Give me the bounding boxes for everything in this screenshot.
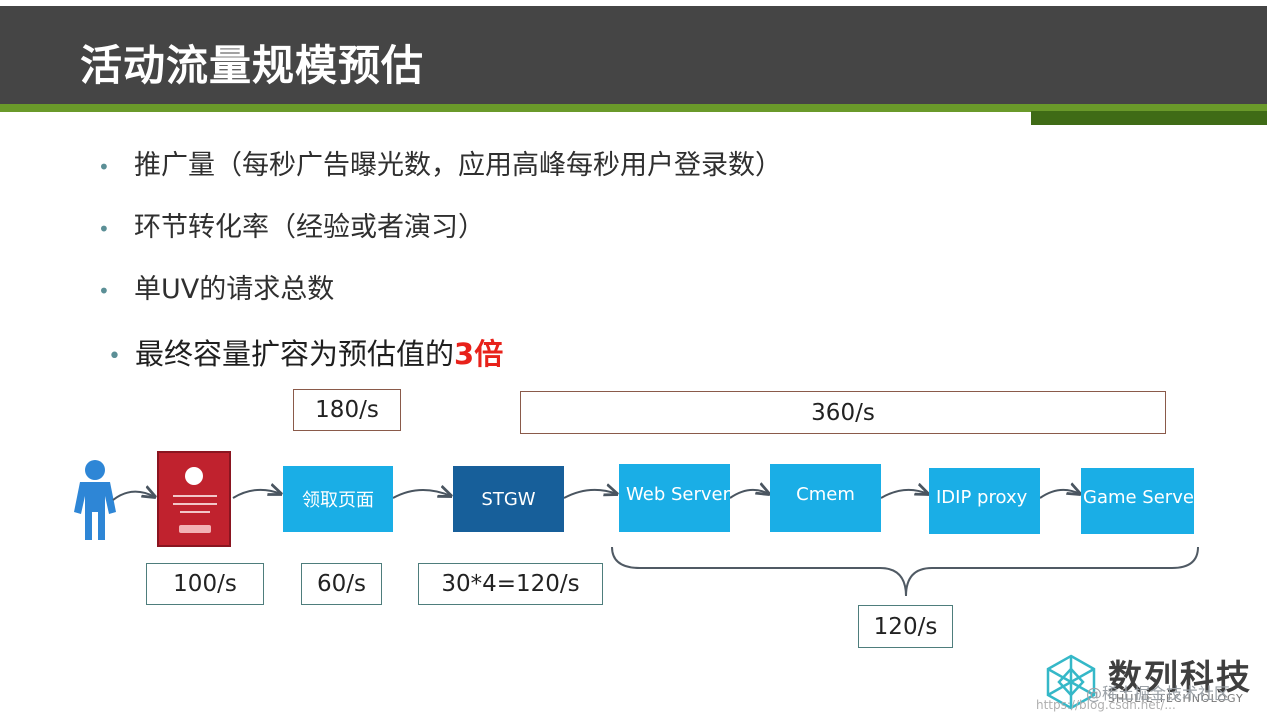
- header-accent-tab: [1031, 111, 1267, 125]
- source-url: https://blog.csdn.net/...: [1036, 698, 1176, 712]
- bullet-dot: •: [108, 343, 121, 369]
- bullet-item: • 环节转化率（经验或者演习）: [98, 205, 485, 244]
- company-logo-name: 数列科技: [1108, 658, 1252, 698]
- node-cmem: Cmem: [770, 464, 881, 532]
- rate-stgw: 30*4=120/s: [418, 563, 603, 605]
- bullet-dot: •: [98, 216, 110, 241]
- bullet-text: 单UV的请求总数: [134, 274, 335, 305]
- rate-page-peak: 180/s: [293, 389, 401, 431]
- person-icon: [74, 460, 116, 540]
- bullet-item: • 推广量（每秒广告曝光数，应用高峰每秒用户登录数）: [98, 143, 782, 182]
- bullet-text: 推广量（每秒广告曝光数，应用高峰每秒用户登录数）: [134, 150, 782, 181]
- bullet-dot: •: [98, 278, 110, 303]
- rate-card: 100/s: [146, 563, 264, 605]
- bullet-text: 环节转化率（经验或者演习）: [134, 212, 485, 243]
- flow-arrow: [112, 492, 155, 501]
- hexagon-logo-icon: [1046, 654, 1096, 710]
- node-web-server: Web Server: [619, 464, 730, 532]
- bullet-item: • 单UV的请求总数: [98, 267, 334, 306]
- rate-backend: 120/s: [858, 605, 953, 648]
- bullet-text: 最终容量扩容为预估值的: [135, 337, 455, 371]
- gift-card-icon: [157, 451, 231, 547]
- bullet-highlight: 3倍: [454, 337, 504, 371]
- node-stgw: STGW: [453, 466, 564, 532]
- flow-arrow: [880, 490, 928, 499]
- bullet-item: • 最终容量扩容为预估值的3倍: [108, 331, 503, 373]
- rate-backend-peak: 360/s: [520, 391, 1166, 434]
- flow-arrow: [392, 490, 451, 499]
- rate-page: 60/s: [301, 563, 382, 605]
- brace: [611, 546, 1199, 597]
- slide-title: 活动流量规模预估: [80, 41, 425, 90]
- node-idip-proxy: IDIP proxy: [929, 468, 1040, 534]
- watermark: @稀土掘金技术社区: [1086, 684, 1231, 703]
- node-claim-page: 领取页面: [283, 466, 393, 532]
- flow-arrow: [729, 490, 769, 499]
- slide-header: 活动流量规模预估: [0, 6, 1267, 104]
- bullet-dot: •: [98, 154, 110, 179]
- header-accent-bar: [0, 104, 1267, 112]
- node-game-server: Game Server: [1081, 468, 1201, 534]
- company-logo-subtitle: SHULIE TECHNOLOGY: [1108, 692, 1244, 705]
- flow-arrow: [1039, 490, 1080, 499]
- flow-arrow: [563, 490, 617, 499]
- flow-arrow: [232, 490, 281, 499]
